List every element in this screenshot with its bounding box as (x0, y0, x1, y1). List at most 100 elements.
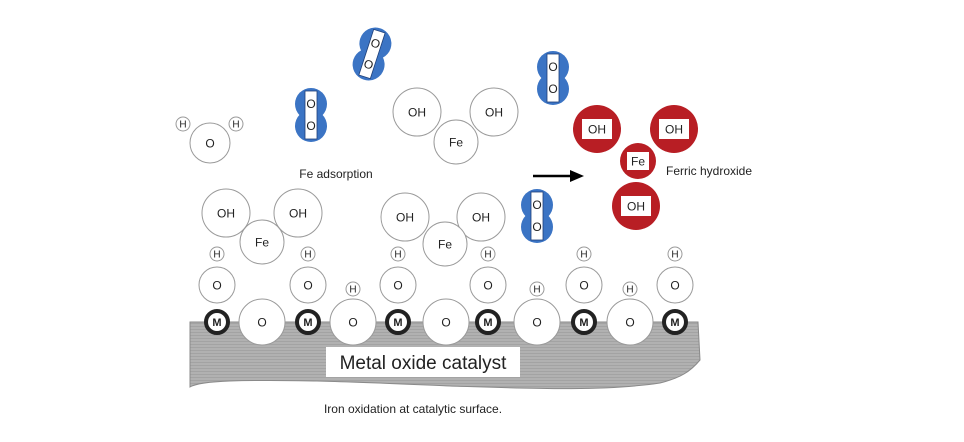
hydroxyl-group: OH (612, 182, 660, 230)
svg-text:H: H (394, 250, 401, 261)
svg-text:O: O (532, 220, 541, 234)
svg-text:O: O (670, 278, 679, 292)
catalyst-label: Metal oxide catalyst (340, 353, 508, 374)
svg-text:O: O (362, 56, 375, 72)
svg-text:M: M (393, 317, 402, 329)
svg-text:O: O (579, 278, 588, 292)
svg-text:O: O (205, 136, 214, 150)
svg-text:O: O (625, 315, 634, 329)
svg-text:O: O (393, 278, 402, 292)
svg-text:OH: OH (588, 123, 606, 137)
hydroxyl-group: OH (392, 87, 442, 137)
hydrogen-atom: H (480, 246, 496, 262)
svg-text:H: H (580, 250, 587, 261)
svg-text:O: O (306, 97, 315, 111)
surface-oxygen-atom: O (422, 298, 470, 346)
hydroxyl-group: OH (380, 192, 430, 242)
metal-atom: M (295, 309, 321, 335)
svg-text:OH: OH (472, 210, 490, 224)
caption: Iron oxidation at catalytic surface. (324, 402, 502, 416)
svg-text:Fe: Fe (449, 135, 463, 149)
hydrogen-atom: H (345, 281, 361, 297)
fe-adsorption-label: Fe adsorption (299, 167, 372, 181)
metal-atom: M (204, 309, 230, 335)
svg-text:OH: OH (665, 123, 683, 137)
hydroxyl-oxygen-atom: O (469, 266, 507, 304)
metal-atom: M (662, 309, 688, 335)
hydroxyl-oxygen-atom: O (379, 266, 417, 304)
surface-oxygen-atom: O (238, 298, 286, 346)
svg-text:O: O (441, 315, 450, 329)
svg-text:O: O (532, 315, 541, 329)
adsorbed-iron-hydroxide: OH OH Fe (380, 192, 506, 267)
water-oxygen-atom: O (189, 122, 231, 164)
water-molecule: O H H (175, 116, 244, 164)
metal-atom: M (475, 309, 501, 335)
hydroxyl-group: OH (201, 188, 251, 238)
svg-text:H: H (232, 120, 239, 131)
surface-layer: M M M M M M O O O O O O H O H O H O H O H O H H H H (198, 246, 694, 346)
svg-text:OH: OH (408, 105, 426, 119)
svg-text:H: H (484, 250, 491, 261)
svg-text:Fe: Fe (255, 235, 269, 249)
svg-text:O: O (306, 119, 315, 133)
surface-oxygen-atom: O (513, 298, 561, 346)
hydroxyl-oxygen-atom: O (198, 266, 236, 304)
adsorbed-iron-hydroxide: OH OH Fe (201, 188, 323, 265)
svg-text:O: O (303, 278, 312, 292)
ferric-hydroxide-label: Ferric hydroxide (666, 164, 752, 178)
hydrogen-atom: H (576, 246, 592, 262)
svg-text:M: M (579, 317, 588, 329)
svg-text:OH: OH (289, 206, 307, 220)
svg-text:OH: OH (217, 206, 235, 220)
iron-atom: Fe (422, 221, 468, 267)
svg-text:O: O (548, 60, 557, 74)
svg-text:O: O (532, 198, 541, 212)
svg-text:H: H (533, 285, 540, 296)
hydrogen-atom: H (300, 246, 316, 262)
hydrogen-atom: H (529, 281, 545, 297)
reaction-arrow (533, 170, 584, 182)
ferric-hydroxide-molecule: OH OH OH Fe (573, 105, 698, 230)
svg-text:OH: OH (485, 105, 503, 119)
hydrogen-atom: H (622, 281, 638, 297)
hydroxyl-group: OH (573, 105, 621, 153)
svg-text:O: O (212, 278, 221, 292)
hydroxyl-oxygen-atom: O (656, 266, 694, 304)
hydroxyl-group: OH (650, 105, 698, 153)
iron-atom: Fe (620, 143, 656, 179)
catalyst-label-box (326, 347, 520, 377)
oxygen-molecule: OO (537, 51, 569, 105)
svg-text:O: O (369, 35, 382, 51)
oxygen-molecule: OO (295, 88, 327, 142)
svg-text:H: H (213, 250, 220, 261)
iron-atom: Fe (239, 219, 285, 265)
hydroxyl-group: OH (456, 192, 506, 242)
hydroxyl-oxygen-atom: O (289, 266, 327, 304)
svg-text:H: H (349, 285, 356, 296)
svg-text:H: H (304, 250, 311, 261)
svg-text:Fe: Fe (631, 155, 645, 169)
surface-oxygen-atom: O (606, 298, 654, 346)
svg-text:O: O (257, 315, 266, 329)
oxygen-molecule: OO (352, 27, 392, 81)
hydrogen-atom: H (228, 116, 244, 132)
hydroxyl-group: OH (469, 87, 519, 137)
svg-text:M: M (670, 317, 679, 329)
svg-text:M: M (483, 317, 492, 329)
oxygen-molecule: OO (521, 189, 553, 243)
svg-text:H: H (671, 250, 678, 261)
hydrogen-atom: H (390, 246, 406, 262)
surface-oxygen-atom: O (329, 298, 377, 346)
svg-text:H: H (179, 120, 186, 131)
iron-atom: Fe (433, 119, 479, 165)
svg-text:O: O (348, 315, 357, 329)
svg-text:OH: OH (396, 210, 414, 224)
svg-text:M: M (212, 317, 221, 329)
svg-text:O: O (483, 278, 492, 292)
metal-atom: M (571, 309, 597, 335)
hydrogen-atom: H (175, 116, 191, 132)
metal-atom: M (385, 309, 411, 335)
